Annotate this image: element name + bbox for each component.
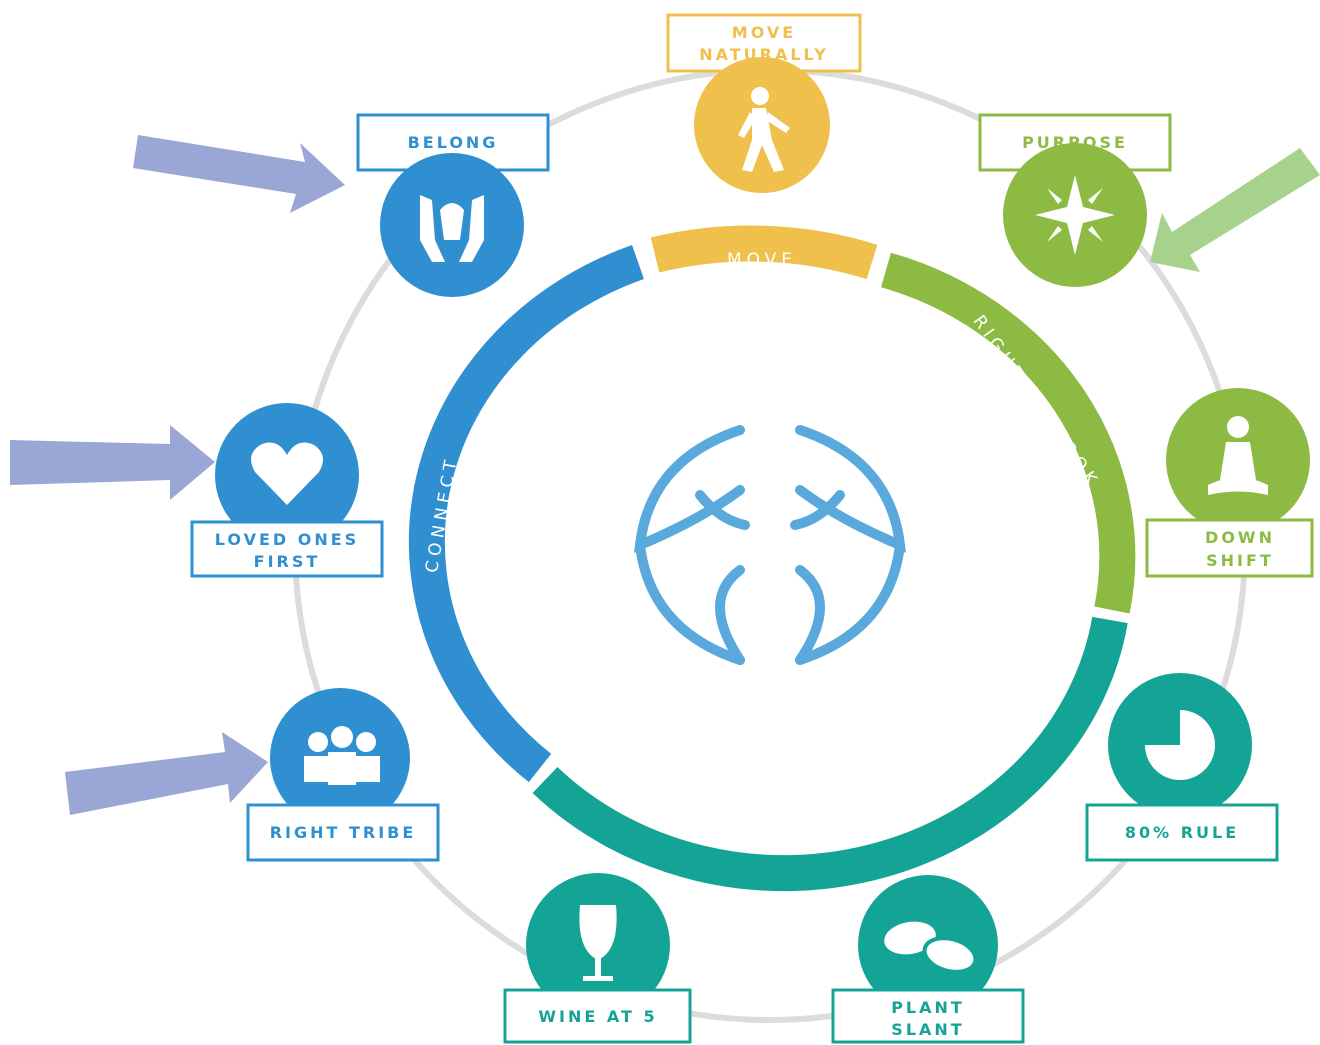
- down-shift-node: DOWN SHIFT: [1145, 388, 1314, 578]
- meditation-icon: [1208, 416, 1268, 495]
- eat-wisely-arc: [532, 616, 1128, 892]
- loved-ones-first-box: [190, 520, 384, 578]
- loved-ones-first-label-1: LOVED ONES: [215, 530, 359, 549]
- move-naturally-label-1: MOVE: [732, 23, 796, 42]
- wine-at-5-label: WINE AT 5: [538, 1007, 657, 1026]
- cupped-hands-icon: [420, 195, 484, 262]
- right-tribe-box: [246, 803, 440, 862]
- rule-80-box: [1085, 803, 1279, 862]
- belong-node: BELONG: [356, 113, 550, 297]
- pie-80-icon: [1145, 710, 1215, 780]
- right-outlook-arc: [881, 252, 1136, 614]
- arrow-to-right-tribe: [65, 732, 268, 815]
- belong-label: BELONG: [408, 133, 499, 152]
- heart-icon: [251, 442, 323, 505]
- arrow-to-belong: [133, 135, 345, 213]
- wine-at-5-node: WINE AT 5: [503, 873, 692, 1044]
- plant-slant-label-2: SLANT: [891, 1020, 964, 1039]
- move-naturally-label-2: NATURALLY: [699, 45, 829, 64]
- arrow-to-purpose: [1150, 148, 1320, 272]
- wine-at-5-box: [503, 988, 692, 1044]
- right-tribe-label: RIGHT TRIBE: [270, 823, 417, 842]
- compass-star-icon: [1035, 175, 1115, 255]
- down-shift-box: [1145, 518, 1314, 578]
- rule-80-node: 80% RULE: [1085, 673, 1279, 862]
- move-naturally-node: MOVE NATURALLY: [666, 13, 862, 193]
- down-shift-label-2: SHIFT: [1206, 551, 1274, 570]
- plant-slant-node: PLANT SLANT: [831, 875, 1025, 1044]
- plant-slant-box: [831, 988, 1025, 1044]
- right-tribe-node: RIGHT TRIBE: [246, 688, 440, 862]
- wine-glass-icon: [579, 905, 617, 981]
- loved-ones-first-label-2: FIRST: [254, 552, 321, 571]
- move-arc-label: MOVE: [727, 250, 797, 270]
- plant-slant-label-1: PLANT: [891, 998, 965, 1017]
- category-ring: MOVE RIGHT OUTLOOK CONNECT EAT WISELY: [408, 225, 1136, 892]
- purpose-node: PURPOSE: [978, 113, 1172, 287]
- move-arc: [650, 225, 878, 280]
- down-shift-label-1: DOWN: [1205, 528, 1275, 547]
- beans-icon: [884, 921, 978, 974]
- loved-ones-first-node: LOVED ONES FIRST: [190, 403, 384, 578]
- walking-person-icon: [738, 87, 790, 172]
- center-logo-icon: [634, 425, 906, 665]
- group-icon: [304, 726, 380, 785]
- arrow-to-loved-ones: [10, 425, 215, 500]
- connect-arc: [408, 245, 644, 783]
- rule-80-label: 80% RULE: [1125, 823, 1239, 842]
